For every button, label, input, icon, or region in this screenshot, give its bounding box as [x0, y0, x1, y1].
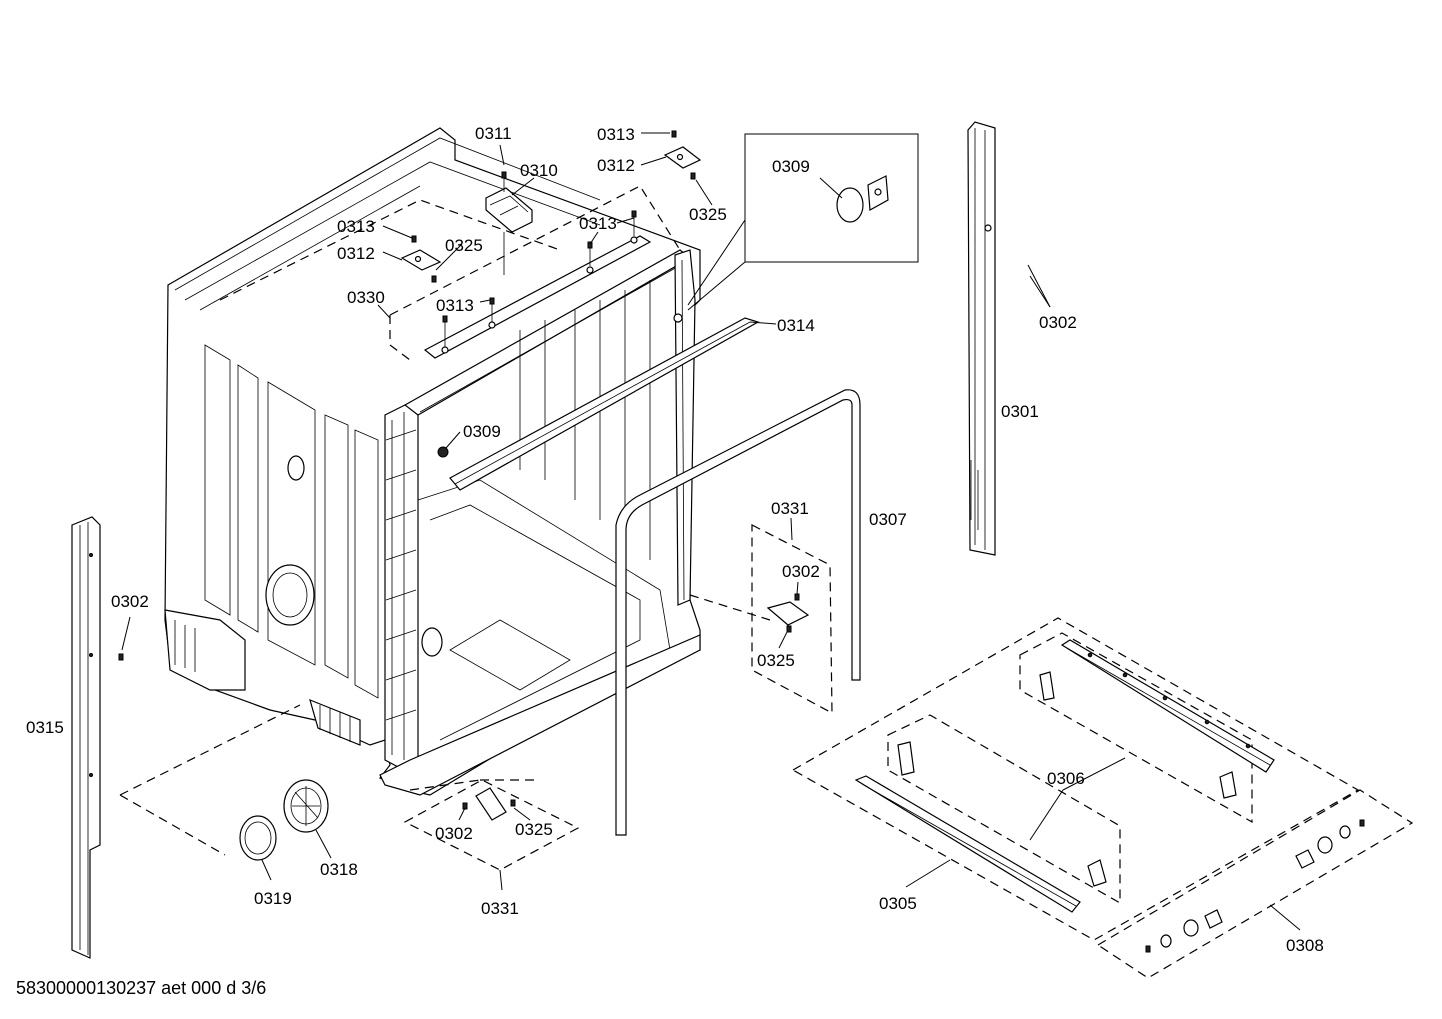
rail-assembly	[791, 617, 1414, 979]
callout-0311: 0311	[475, 124, 512, 143]
callout-0313: 0313	[579, 214, 617, 233]
callout-0313: 0313	[436, 296, 474, 315]
callout-0325: 0325	[757, 651, 795, 670]
callout-labels: 0311 0310 0313 0312 0325 0313 0312 0325 …	[26, 124, 1324, 955]
callout-0308: 0308	[1286, 936, 1324, 955]
leader-lines	[121, 132, 1301, 931]
callout-0301: 0301	[1001, 402, 1039, 421]
callout-0313: 0313	[337, 217, 375, 236]
callout-0315: 0315	[26, 718, 64, 737]
part-0312-bracket-left	[400, 235, 442, 283]
part-0310-bracket	[485, 171, 533, 275]
part-0330-strip	[389, 185, 681, 361]
part-0301-trim	[967, 121, 996, 556]
document-id: 58300000130237 aet 000 d 3/6	[16, 978, 267, 998]
callout-0306: 0306	[1047, 769, 1085, 788]
part-0307-gasket	[615, 389, 861, 836]
callout-0331: 0331	[771, 499, 809, 518]
callout-0325: 0325	[515, 820, 553, 839]
callout-0312: 0312	[597, 156, 635, 175]
detail-box-0309	[687, 133, 919, 311]
callout-0318: 0318	[320, 860, 358, 879]
part-0331-bracket-right	[689, 524, 833, 715]
part-0312-bracket-right	[663, 130, 702, 180]
callout-0309: 0309	[772, 157, 810, 176]
callout-0302: 0302	[1039, 313, 1077, 332]
callout-0302: 0302	[782, 562, 820, 581]
part-0319-ring	[239, 815, 277, 861]
callout-0331: 0331	[481, 899, 519, 918]
part-0331-bracket-lower	[403, 779, 580, 871]
callout-0319: 0319	[254, 889, 292, 908]
callout-0309: 0309	[463, 422, 501, 441]
callout-0305: 0305	[879, 894, 917, 913]
callout-0302: 0302	[111, 592, 149, 611]
dishwasher-tub	[164, 127, 701, 796]
part-0314-strip	[449, 317, 760, 491]
callout-0312: 0312	[337, 244, 375, 263]
callout-0325: 0325	[445, 236, 483, 255]
callout-0310: 0310	[520, 161, 558, 180]
callout-0313: 0313	[597, 125, 635, 144]
callout-0325: 0325	[689, 205, 727, 224]
callout-0330: 0330	[347, 288, 385, 307]
part-0315-trim	[71, 516, 124, 959]
part-0318-cap	[283, 779, 329, 833]
callout-0302: 0302	[435, 824, 473, 843]
callout-0307: 0307	[869, 510, 907, 529]
callout-0314: 0314	[777, 316, 815, 335]
